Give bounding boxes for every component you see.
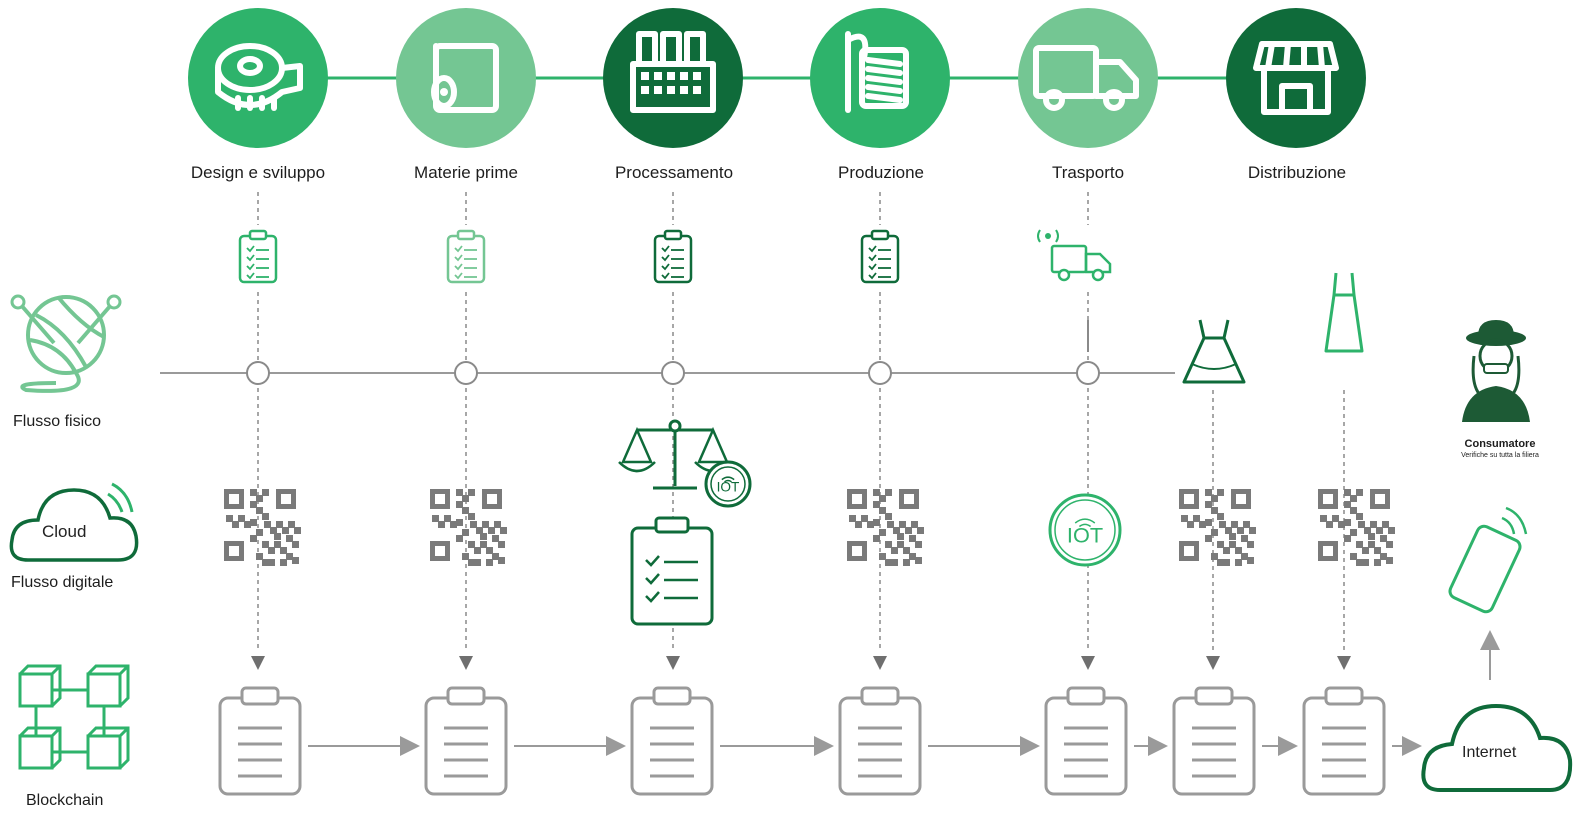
yarn-ball-icon (10, 294, 122, 393)
qr-code-distribution-1 (1179, 489, 1256, 566)
physical-flow-label: Flusso fisico (13, 413, 102, 430)
down-arrow-2 (459, 656, 473, 670)
internet-label: Internet (1462, 744, 1517, 761)
svg-text:IOT: IOT (1067, 522, 1103, 547)
truck-signal-icon (1037, 229, 1112, 282)
down-arrow-4 (873, 656, 887, 670)
stage-label-design: Design e sviluppo (190, 163, 326, 182)
consumer-icon (1462, 320, 1530, 422)
flow-node-3 (661, 361, 685, 385)
clipboard-icon-design (238, 229, 278, 284)
iot-badge-transport: IOT (1048, 493, 1122, 567)
dress-icon-1 (1182, 319, 1246, 384)
flow-node-5 (1076, 361, 1100, 385)
blockchain-label: Blockchain (26, 792, 104, 809)
consumer-subtitle: Verifiche su tutta la filiera (1461, 452, 1539, 459)
down-arrow-1 (251, 656, 265, 670)
stage-label-processing: Processamento (614, 163, 734, 182)
cloud-icon (9, 482, 139, 562)
iot-badge-processing: IOT (704, 460, 752, 508)
stage-label-raw-materials: Materie prime (414, 163, 518, 182)
down-arrow-5 (1081, 656, 1095, 670)
down-arrow-product-1 (1206, 656, 1220, 670)
stage-4-needle-thread-icon (810, 8, 950, 148)
scale-icon (618, 419, 732, 490)
stage-6-store-icon (1226, 8, 1366, 148)
qr-code-distribution-2 (1318, 489, 1395, 566)
checklist-icon (630, 516, 714, 626)
stage-label-production: Produzione (837, 163, 924, 182)
stage-label-transport: Trasporto (1051, 163, 1125, 182)
cloud-label: Cloud (42, 522, 87, 541)
blockchain-cubes-icon (18, 664, 130, 770)
clipboard-icon-production (860, 229, 900, 284)
ledger-clipboard-2 (424, 686, 508, 796)
consumer-title: Consumatore (1464, 438, 1536, 450)
ledger-clipboard-1 (218, 686, 302, 796)
qr-code-design (224, 489, 301, 566)
ledger-clipboard-7 (1302, 686, 1386, 796)
qr-code-materials (430, 489, 507, 566)
stage-5-truck-icon (1018, 8, 1158, 148)
qr-code-production (847, 489, 924, 566)
stage-3-factory-icon (603, 8, 743, 148)
clipboard-icon-materials (446, 229, 486, 284)
dress-icon-2 (1324, 272, 1364, 353)
stage-2-fabric-roll-icon (396, 8, 536, 148)
flow-node-2 (454, 361, 478, 385)
flow-node-4 (868, 361, 892, 385)
clipboard-icon-processing (653, 229, 693, 284)
digital-flow-label: Flusso digitale (11, 574, 114, 591)
down-arrow-product-2 (1337, 656, 1351, 670)
stage-1-tape-measure-icon (188, 8, 328, 148)
smartphone-icon (1448, 506, 1528, 614)
ledger-clipboard-5 (1044, 686, 1128, 796)
svg-text:IOT: IOT (717, 480, 740, 495)
ledger-clipboard-3 (630, 686, 714, 796)
internet-cloud-icon (1421, 703, 1573, 792)
ledger-clipboard-6 (1172, 686, 1256, 796)
stage-label-distribution: Distribuzione (1247, 163, 1347, 182)
flow-node-1 (246, 361, 270, 385)
down-arrow-3 (666, 656, 680, 670)
ledger-clipboard-4 (838, 686, 922, 796)
